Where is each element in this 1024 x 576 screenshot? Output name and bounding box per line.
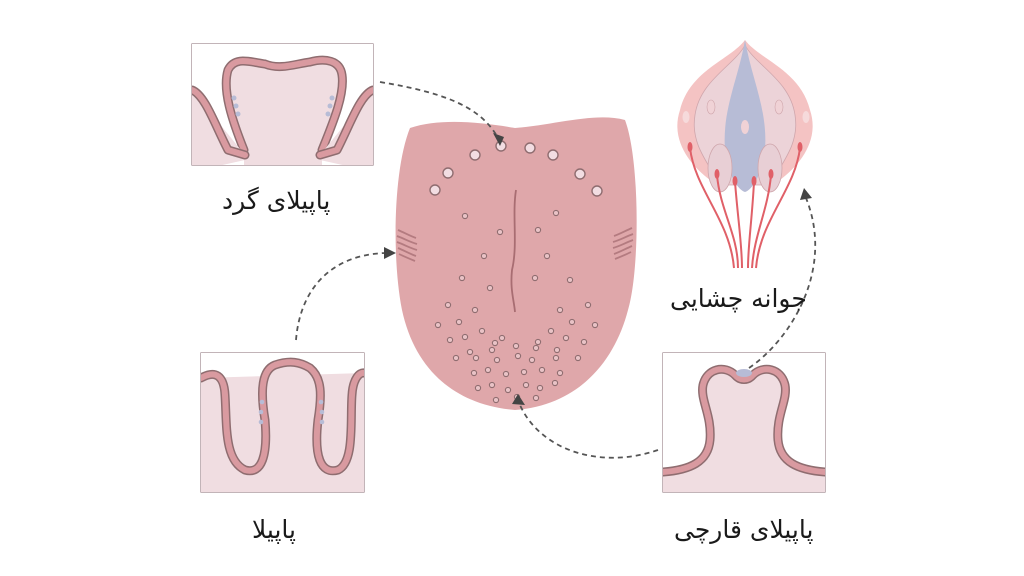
fungiform-papilla-dot [556,369,564,377]
arrow-fungiform-to-tongue [519,404,659,459]
label-fungiform-papilla: پاپیلای قارچی [674,515,814,544]
arrow-foliate-to-tongue [295,252,386,341]
foliate-ridges-left [396,229,418,262]
fungiform-papilla-dot [547,327,555,335]
fungiform-papilla-dot [455,318,463,326]
fungiform-papilla-dot [502,370,510,378]
fungiform-papilla-dot [532,394,540,402]
fungiform-papilla-dot [580,338,588,346]
fungiform-papilla-dot [522,381,530,389]
fungiform-papilla-dot [486,284,494,292]
circumvallate-papilla-panel [191,43,374,166]
fungiform-papilla-dot [472,354,480,362]
arrowhead [512,394,525,405]
fungiform-papilla-dot [434,321,442,329]
fungiform-papilla-dot [584,301,592,309]
tongue-surface [395,117,637,411]
fungiform-papilla-dot [488,346,496,354]
fungiform-papilla-dot [534,338,542,346]
fungiform-papilla-dot [444,301,452,309]
arrowhead [493,133,504,146]
median-sulcus [510,189,517,313]
fungiform-papillae [434,209,599,404]
label-circumvallate-papilla: پاپیلای گرد [222,186,331,215]
fungiform-papilla-dot [512,342,520,350]
fungiform-papilla-dot [461,333,469,341]
fungiform-papilla-dot [568,318,576,326]
fungiform-papilla-dot [556,306,564,314]
arrows [295,81,817,459]
arrow-circumvallate-to-tongue [379,81,499,139]
fungiform-papilla-dot [514,352,522,360]
fungiform-papilla-dot [493,356,501,364]
fungiform-papilla-dot [461,212,469,220]
label-taste-bud: جوانه چشایی [670,284,807,313]
fungiform-papilla-dot [471,306,479,314]
fungiform-papilla-dot [504,386,512,394]
nerve-fibers [689,147,801,269]
foliate-ridges-right [612,227,634,260]
fungiform-papilla-dot [543,252,551,260]
taste-bud [677,40,813,269]
fungiform-papilla-dot [574,354,582,362]
fungiform-papilla-dot [528,356,536,364]
arrow-fungiform-to-tastebud [748,197,817,369]
fungiform-papilla-dot [591,321,599,329]
fungiform-papilla-dot [498,334,506,342]
foliate-papilla-panel [200,352,365,493]
fungiform-papilla-dot [496,228,504,236]
fungiform-papilla-dot [466,348,474,356]
arrowhead [800,188,812,200]
fungiform-papilla-dot [446,336,454,344]
label-foliate-papilla: پاپیلا [252,515,296,544]
fungiform-papilla-dot [452,354,460,362]
fungiform-papilla-dot [551,379,559,387]
taste-receptors [231,95,335,117]
fungiform-papilla-dot [538,366,546,374]
fungiform-papilla-dot [470,369,478,377]
fungiform-papilla-dot [484,366,492,374]
fungiform-papilla-dot [553,346,561,354]
fungiform-papilla-panel [662,352,826,493]
fungiform-papilla-dot [531,274,539,282]
fungiform-papilla-dot [458,274,466,282]
circumvallate-papillae [429,140,603,197]
fungiform-papilla-dot [474,384,482,392]
fungiform-papilla-dot [488,381,496,389]
fungiform-papilla-dot [562,334,570,342]
taste-receptors [258,399,325,425]
fungiform-papilla-dot [520,368,528,376]
fungiform-papilla-dot [552,354,560,362]
fungiform-papilla-dot [492,396,500,404]
fungiform-papilla-dot [478,327,486,335]
taste-receptor [736,369,752,377]
fungiform-papilla-dot [480,252,488,260]
fungiform-papilla-dot [566,276,574,284]
fungiform-papilla-dot [552,209,560,217]
fungiform-papilla-dot [534,226,542,234]
fungiform-papilla-dot [536,384,544,392]
fungiform-papilla-dot [491,339,499,347]
tongue [395,117,637,411]
fungiform-papilla-dot [532,344,540,352]
arrowhead [384,247,396,259]
